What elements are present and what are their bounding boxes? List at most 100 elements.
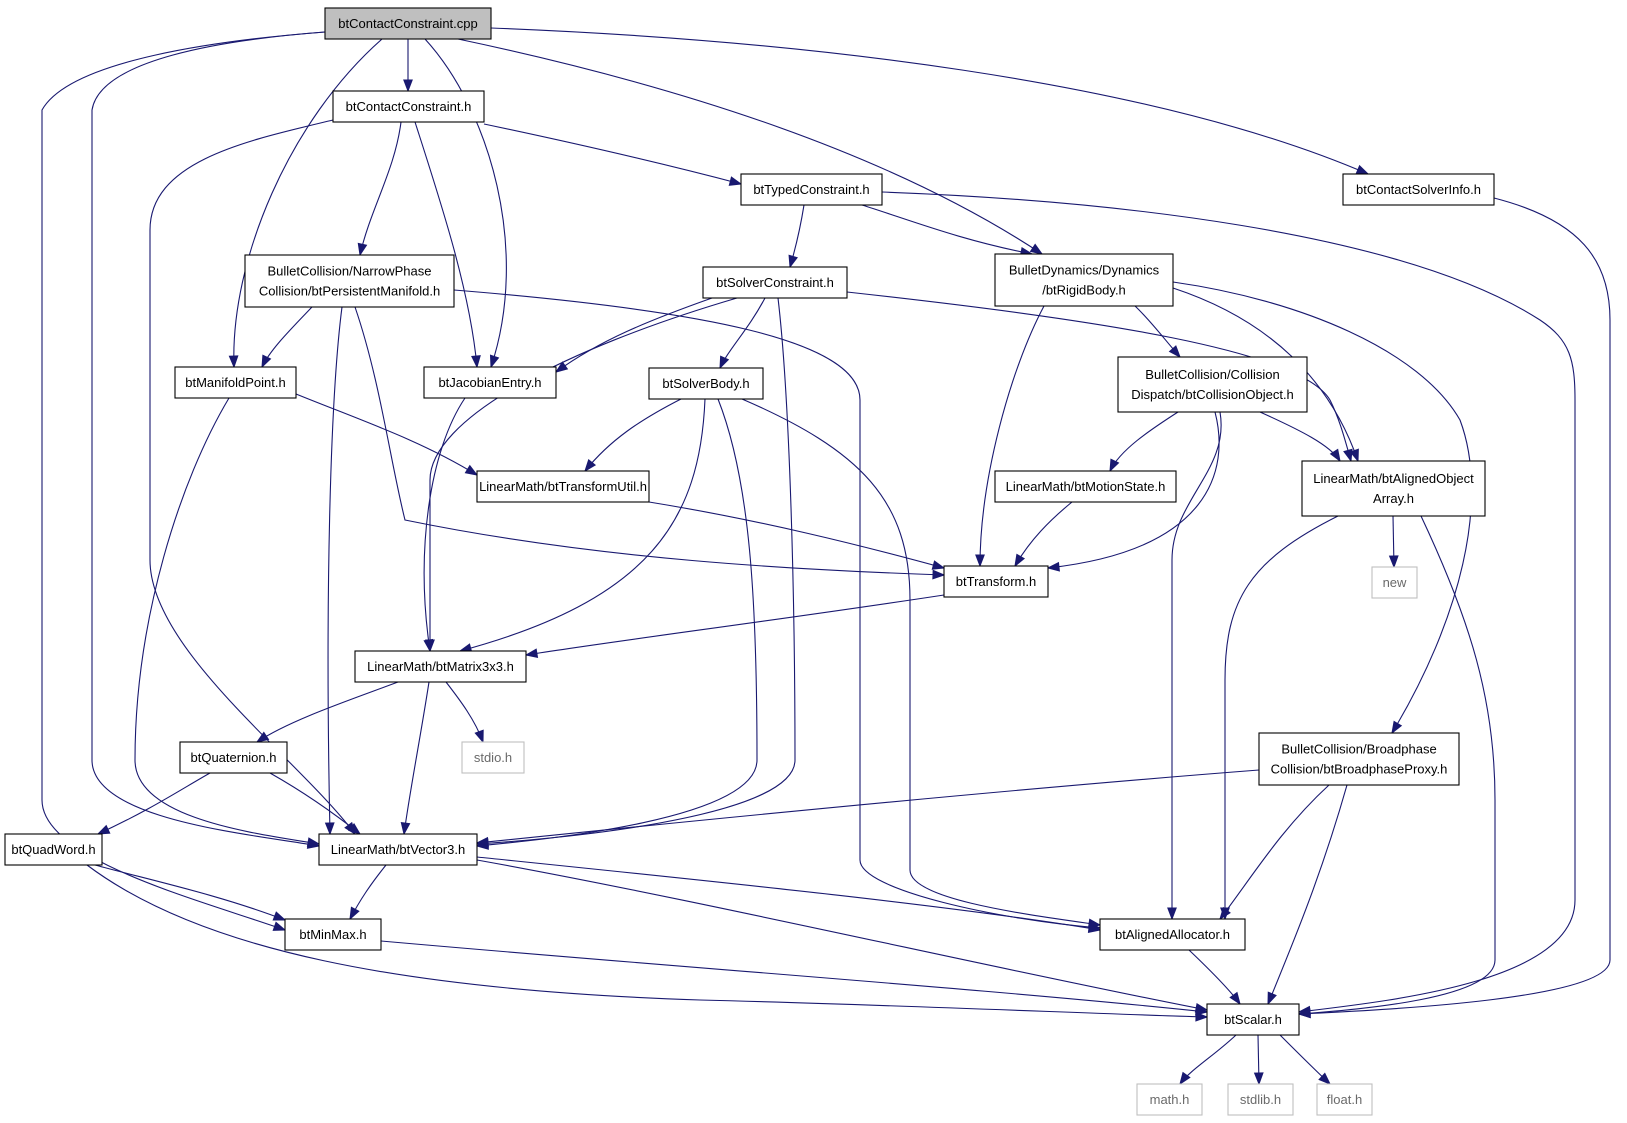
edge-root-to-je <box>424 38 507 369</box>
arrowhead-icon <box>975 554 985 568</box>
edge-root-to-cch <box>403 39 413 93</box>
arrowhead-icon <box>1267 991 1277 1006</box>
edge-co-to-tr <box>1046 411 1220 572</box>
arrowhead-icon <box>788 254 798 269</box>
arrowhead-icon <box>489 354 500 369</box>
file-node-co[interactable]: BulletCollision/CollisionDispatch/btColl… <box>1117 356 1308 413</box>
file-node-aa[interactable]: btAlignedAllocator.h <box>1099 918 1246 951</box>
edge-qw-to-sc2 <box>86 864 1209 1022</box>
arrowhead-icon <box>1014 553 1026 568</box>
edge-q-to-v3 <box>269 772 362 835</box>
file-node-bp[interactable]: BulletCollision/BroadphaseCollision/btBr… <box>1258 732 1460 786</box>
file-node-root[interactable]: btContactConstraint.cpp <box>324 7 492 40</box>
file-node-math[interactable]: math.h <box>1136 1083 1203 1116</box>
arrowhead-icon <box>584 458 597 473</box>
file-node-cch[interactable]: btContactConstraint.h <box>332 90 485 123</box>
arrowhead-icon <box>728 176 743 186</box>
edge-rb-to-bp <box>1172 281 1473 735</box>
file-node-v3[interactable]: LinearMath/btVector3.h <box>318 833 478 866</box>
arrowhead-icon <box>471 355 481 369</box>
file-node-sc[interactable]: btSolverConstraint.h <box>702 266 848 299</box>
file-node-m33[interactable]: LinearMath/btMatrix3x3.h <box>354 650 527 683</box>
edge-tc-to-sc2 <box>881 191 1576 1016</box>
arrowhead-icon <box>1391 720 1403 735</box>
edge-qw-to-mm <box>94 864 287 921</box>
file-node-label: Dispatch/btCollisionObject.h <box>1131 387 1294 402</box>
edge-mp-to-tu <box>295 393 479 476</box>
arrowhead-icon <box>1219 906 1231 921</box>
file-node-csi[interactable]: btContactSolverInfo.h <box>1342 173 1495 206</box>
file-node-je[interactable]: btJacobianEntry.h <box>423 366 557 399</box>
arrowhead-icon <box>272 911 287 921</box>
file-node-label: btAlignedAllocator.h <box>1115 927 1230 942</box>
file-node-q[interactable]: btQuaternion.h <box>179 741 288 774</box>
file-node-sb[interactable]: btSolverBody.h <box>648 367 764 400</box>
edge-rb-to-aoa <box>1172 287 1359 463</box>
edge-sb-to-m33 <box>458 398 706 653</box>
edge-m33-to-stdio <box>445 681 484 744</box>
file-node-label: LinearMath/btMatrix3x3.h <box>367 659 514 674</box>
edge-aoa-to-new <box>1388 515 1399 569</box>
file-node-label: btScalar.h <box>1224 1012 1282 1027</box>
edge-csi-to-sc2 <box>1297 197 1611 1019</box>
arrowhead-icon <box>1168 345 1181 359</box>
arrowhead-icon <box>1388 555 1399 569</box>
file-node-tu[interactable]: LinearMath/btTransformUtil.h <box>476 470 650 503</box>
file-node-tc[interactable]: btTypedConstraint.h <box>740 173 883 206</box>
file-node-new[interactable]: new <box>1371 566 1418 599</box>
arrowhead-icon <box>1087 923 1102 933</box>
edge-tr-to-m33 <box>524 594 945 659</box>
edge-bp-to-aa <box>1219 784 1330 921</box>
arrowhead-icon <box>931 560 946 570</box>
file-node-label: btTypedConstraint.h <box>753 182 869 197</box>
arrowhead-icon <box>1253 1072 1264 1086</box>
file-node-rb[interactable]: BulletDynamics/Dynamics/btRigidBody.h <box>994 253 1174 307</box>
arrowhead-icon <box>1109 458 1120 473</box>
arrowhead-icon <box>1355 164 1370 175</box>
file-node-mp[interactable]: btManifoldPoint.h <box>174 366 297 399</box>
file-node-tr[interactable]: btTransform.h <box>943 565 1049 598</box>
arrowhead-icon <box>1046 561 1060 572</box>
file-node-mm[interactable]: btMinMax.h <box>284 918 382 951</box>
arrowhead-icon <box>423 638 434 653</box>
edge-sc2-to-math <box>1179 1034 1237 1086</box>
file-node-stdio[interactable]: stdio.h <box>461 741 525 774</box>
edge-co-to-aoa <box>1259 411 1341 463</box>
file-node-label: LinearMath/btAlignedObject <box>1313 471 1474 486</box>
file-node-pm[interactable]: BulletCollision/NarrowPhaseCollision/btP… <box>244 254 455 308</box>
edge-cch-to-pm <box>357 121 402 257</box>
file-node-label: btContactSolverInfo.h <box>1356 182 1481 197</box>
edge-root-to-rb <box>457 38 1044 255</box>
edge-sc-to-sb <box>719 297 766 370</box>
file-node-ms[interactable]: LinearMath/btMotionState.h <box>994 470 1177 503</box>
edge-m33-to-q <box>255 681 399 743</box>
arrowhead-icon <box>272 921 287 931</box>
edge-sc2-to-float <box>1279 1034 1332 1085</box>
file-node-label: LinearMath/btTransformUtil.h <box>479 479 647 494</box>
file-node-qw[interactable]: btQuadWord.h <box>4 833 103 866</box>
file-node-label: btManifoldPoint.h <box>185 375 285 390</box>
arrowhead-icon <box>464 464 479 476</box>
file-node-label: new <box>1383 575 1407 590</box>
file-node-label: btContactConstraint.cpp <box>338 16 477 31</box>
edge-root-to-csi <box>490 27 1370 175</box>
file-node-label: btQuaternion.h <box>190 750 276 765</box>
edge-sc-to-je <box>554 297 713 373</box>
file-node-label: math.h <box>1150 1092 1190 1107</box>
arrowhead-icon <box>1343 448 1353 463</box>
file-nodes: btContactConstraint.cpp btContactConstrai… <box>4 7 1495 1116</box>
edge-tu-to-tr <box>648 501 946 570</box>
edge-root-to-mm <box>41 31 326 931</box>
file-node-label: /btRigidBody.h <box>1042 283 1126 298</box>
arrowhead-icon <box>719 355 730 370</box>
file-node-stdlib[interactable]: stdlib.h <box>1227 1083 1294 1116</box>
arrowhead-icon <box>403 79 413 93</box>
edge-bp-to-v3 <box>475 769 1260 847</box>
file-node-label: LinearMath/btMotionState.h <box>1006 479 1166 494</box>
file-node-label: Collision/btPersistentManifold.h <box>259 284 440 299</box>
file-node-sc2[interactable]: btScalar.h <box>1206 1003 1300 1036</box>
edge-aoa-to-aa <box>1220 515 1339 921</box>
file-node-float[interactable]: float.h <box>1316 1083 1373 1116</box>
